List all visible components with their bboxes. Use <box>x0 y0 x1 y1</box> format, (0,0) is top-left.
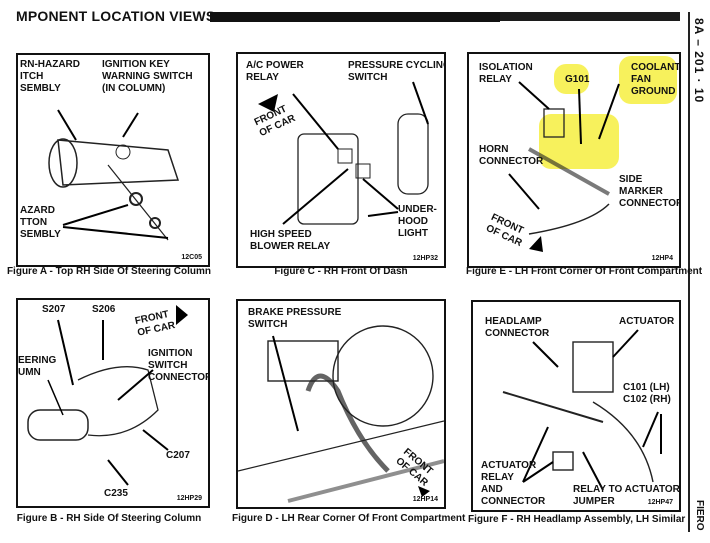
figure-c-panel: A/C POWER RELAY PRESSURE CYCLING SWITCH … <box>236 52 446 268</box>
figure-code: 12HP14 <box>412 496 438 503</box>
label-actuator-relay-connector: ACTUATOR RELAY AND CONNECTOR <box>481 460 546 507</box>
label-steering-column: EERING UMN <box>18 355 57 378</box>
label-brake-pressure-switch: BRAKE PRESSURE SWITCH <box>248 307 342 330</box>
figure-f-panel: HEADLAMP CONNECTOR ACTUATOR C101 (LH) C1… <box>471 300 681 512</box>
label-hazard-button: AZARD TTON SEMBLY <box>20 205 61 240</box>
figure-f-caption: Figure F - RH Headlamp Assembly, LH Simi… <box>468 514 686 525</box>
label-s207: S207 <box>42 304 66 315</box>
label-c207: C207 <box>166 450 190 461</box>
header-rule-2 <box>500 12 680 21</box>
margin-rule <box>688 12 690 532</box>
label-ignition-switch-connector: IGNITION SWITCH CONNECTOR <box>148 348 210 383</box>
label-high-speed-blower-relay: HIGH SPEED BLOWER RELAY <box>250 229 331 252</box>
steering-column-side-illustration <box>27 305 188 486</box>
page-title: MPONENT LOCATION VIEWS <box>16 8 216 24</box>
figure-a-panel: RN-HAZARD ITCH SEMBLY IGNITION KEY WARNI… <box>16 53 210 267</box>
label-ignition-key-warning-switch: IGNITION KEY WARNING SWITCH (IN COLUMN) <box>102 59 193 94</box>
highlight-g101 <box>554 64 589 94</box>
section-code: 8A – 201 · 10 <box>692 18 706 104</box>
highlight-coolant-fan-ground <box>619 56 677 104</box>
figure-c-caption: Figure C - RH Front Of Dash <box>274 266 408 277</box>
figure-code: 12HP29 <box>176 495 202 502</box>
header-rule <box>210 12 500 22</box>
steering-column-illustration <box>48 109 180 241</box>
label-side-marker-connector: SIDE MARKER CONNECTOR <box>619 174 681 209</box>
brake-compartment-illustration <box>238 325 444 503</box>
figure-e-caption: Figure E - LH Front Corner Of Front Comp… <box>466 266 703 277</box>
label-headlamp-connector: HEADLAMP CONNECTOR <box>485 316 550 339</box>
label-horn-connector: HORN CONNECTOR <box>479 144 544 167</box>
figure-code: 12HP47 <box>647 499 673 506</box>
figure-code: 12HP4 <box>651 255 673 262</box>
label-c235: C235 <box>104 488 128 499</box>
figure-d-panel: BRAKE PRESSURE SWITCH FRONT OF CAR 12HP1… <box>236 299 446 509</box>
figure-code: 12C05 <box>181 254 202 261</box>
headlamp-illustration <box>502 329 662 491</box>
figure-code: 12HP32 <box>412 255 438 262</box>
label-s206: S206 <box>92 304 116 315</box>
figure-b-panel: S207 S206 FRONT OF CAR EERING UMN IGNITI… <box>16 298 210 508</box>
label-g101: G101 <box>565 74 590 85</box>
label-underhood-light: UNDER- HOOD LIGHT <box>398 204 437 239</box>
front-compartment-illustration <box>508 81 620 252</box>
label-actuator: ACTUATOR <box>619 316 675 327</box>
figure-a-caption: Figure A - Top RH Side Of Steering Colum… <box>6 266 212 277</box>
figure-d-caption: Figure D - LH Rear Corner Of Front Compa… <box>232 513 466 524</box>
label-relay-to-actuator-jumper: RELAY TO ACTUATOR JUMPER <box>573 484 680 507</box>
label-c101-c102: C101 (LH) C102 (RH) <box>623 382 671 405</box>
figure-e-panel: ISOLATION RELAY G101 COOLANT FAN GROUND … <box>467 52 681 268</box>
figure-b-caption: Figure B - RH Side Of Steering Column <box>16 513 202 524</box>
dash-illustration <box>258 81 429 225</box>
label-coolant-fan-ground: COOLANT FAN GROUND <box>631 62 681 97</box>
brand-label: FIERO <box>694 500 705 531</box>
label-turn-hazard-switch: RN-HAZARD ITCH SEMBLY <box>20 59 80 94</box>
label-isolation-relay: ISOLATION RELAY <box>479 62 533 85</box>
label-ac-power-relay: A/C POWER RELAY <box>246 60 304 83</box>
label-pressure-cycling-switch: PRESSURE CYCLING SWITCH <box>348 60 444 83</box>
